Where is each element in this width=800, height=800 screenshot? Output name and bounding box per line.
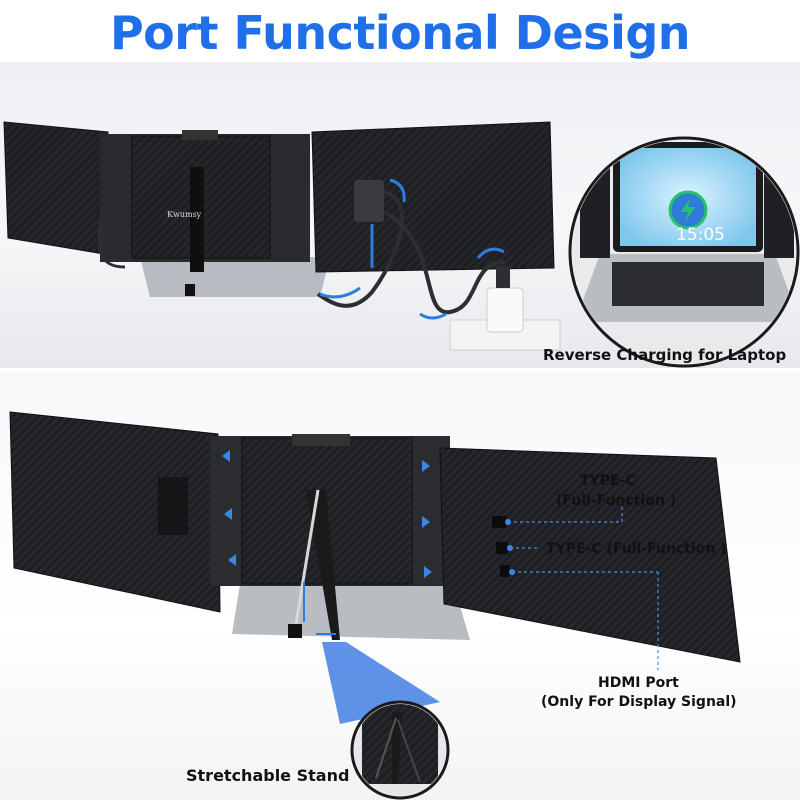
page-title: Port Functional Design — [109, 6, 691, 60]
section-divider — [0, 368, 800, 372]
laptop-base-bottom — [232, 572, 470, 640]
cable-2 — [383, 210, 506, 315]
stand-leg — [294, 489, 320, 625]
cable-left — [97, 211, 126, 269]
kickstand — [190, 167, 204, 272]
slide-arrows — [222, 450, 432, 578]
charger-brick — [486, 287, 524, 333]
caption-typec-2: TYPE-C (Full-Function ) — [546, 541, 727, 557]
reverse-charging-inset — [568, 136, 800, 368]
caption-typec-1-sub: (Full-Function ) — [556, 493, 677, 509]
caption-hdmi-sub: (Only For Display Signal) — [541, 694, 737, 710]
top-illustration — [3, 121, 800, 368]
top-clip — [182, 130, 218, 140]
cable-1 — [316, 190, 404, 308]
caption-hdmi-title: HDMI Port — [598, 675, 679, 691]
bottom-illustration — [9, 411, 741, 800]
stand-foot-bottom — [288, 624, 302, 638]
typec-port-2 — [496, 542, 508, 554]
bottom-product-photo — [0, 372, 800, 800]
caption-reverse-charging: Reverse Charging for Laptop — [543, 346, 787, 364]
hdmi-port — [500, 565, 510, 577]
right-screen-back — [311, 121, 555, 273]
kickstand-bottom — [306, 490, 340, 640]
stand-zoom-inset — [350, 700, 450, 800]
port-block — [354, 180, 384, 222]
charger-plug — [496, 266, 510, 288]
typec-port-1 — [492, 516, 506, 528]
laptop-base — [140, 257, 330, 297]
stand-arrows — [303, 582, 336, 635]
left-screen-back-bottom — [9, 411, 221, 613]
brand-logo: Kwumsy — [167, 210, 202, 219]
stand-foot — [185, 284, 195, 296]
caption-stretchable-stand: Stretchable Stand — [186, 766, 350, 785]
flow-arrows — [319, 178, 505, 320]
callout-lines — [508, 504, 659, 670]
caption-typec-1-title: TYPE-C — [580, 473, 636, 489]
laptop-clock: 15:05 — [676, 225, 725, 245]
top-product-photo: Kwumsy 15:05 — [0, 62, 800, 370]
left-screen-back — [3, 121, 109, 255]
right-screen-back-bottom — [439, 447, 741, 663]
